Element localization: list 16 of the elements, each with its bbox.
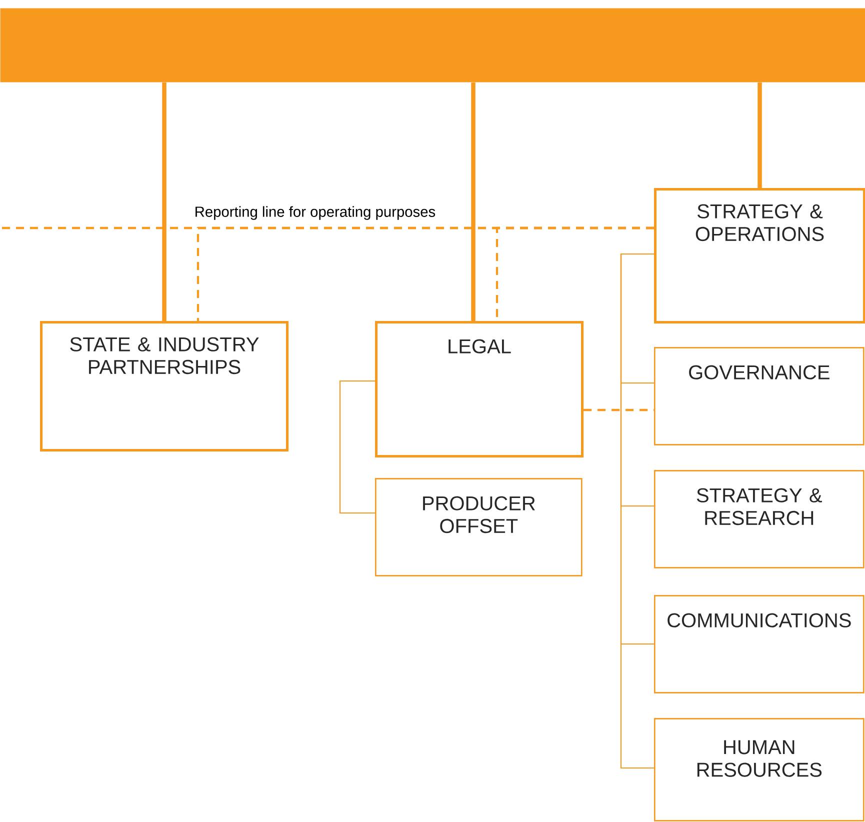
- header-bar: [0, 8, 865, 82]
- org-box: GOVERNANCE: [654, 347, 864, 446]
- edge-label: Reporting line for operating purposes: [193, 204, 437, 222]
- dashed-line: [584, 408, 654, 412]
- org-box: STRATEGY & RESEARCH: [654, 470, 864, 568]
- connector-line: [620, 253, 654, 769]
- connector-line: [758, 82, 762, 188]
- org-box: PRODUCER OFFSET: [375, 478, 582, 576]
- connector-line: [162, 82, 166, 321]
- org-box: COMMUNICATIONS: [654, 595, 864, 694]
- org-box: STATE & INDUSTRY PARTNERSHIPS: [40, 321, 289, 452]
- connector-line: [471, 82, 476, 321]
- org-box: HUMAN RESOURCES: [654, 718, 864, 822]
- org-box: STRATEGY & OPERATIONS: [654, 188, 865, 324]
- connector-line: [339, 380, 375, 514]
- org-box: LEGAL: [375, 321, 584, 458]
